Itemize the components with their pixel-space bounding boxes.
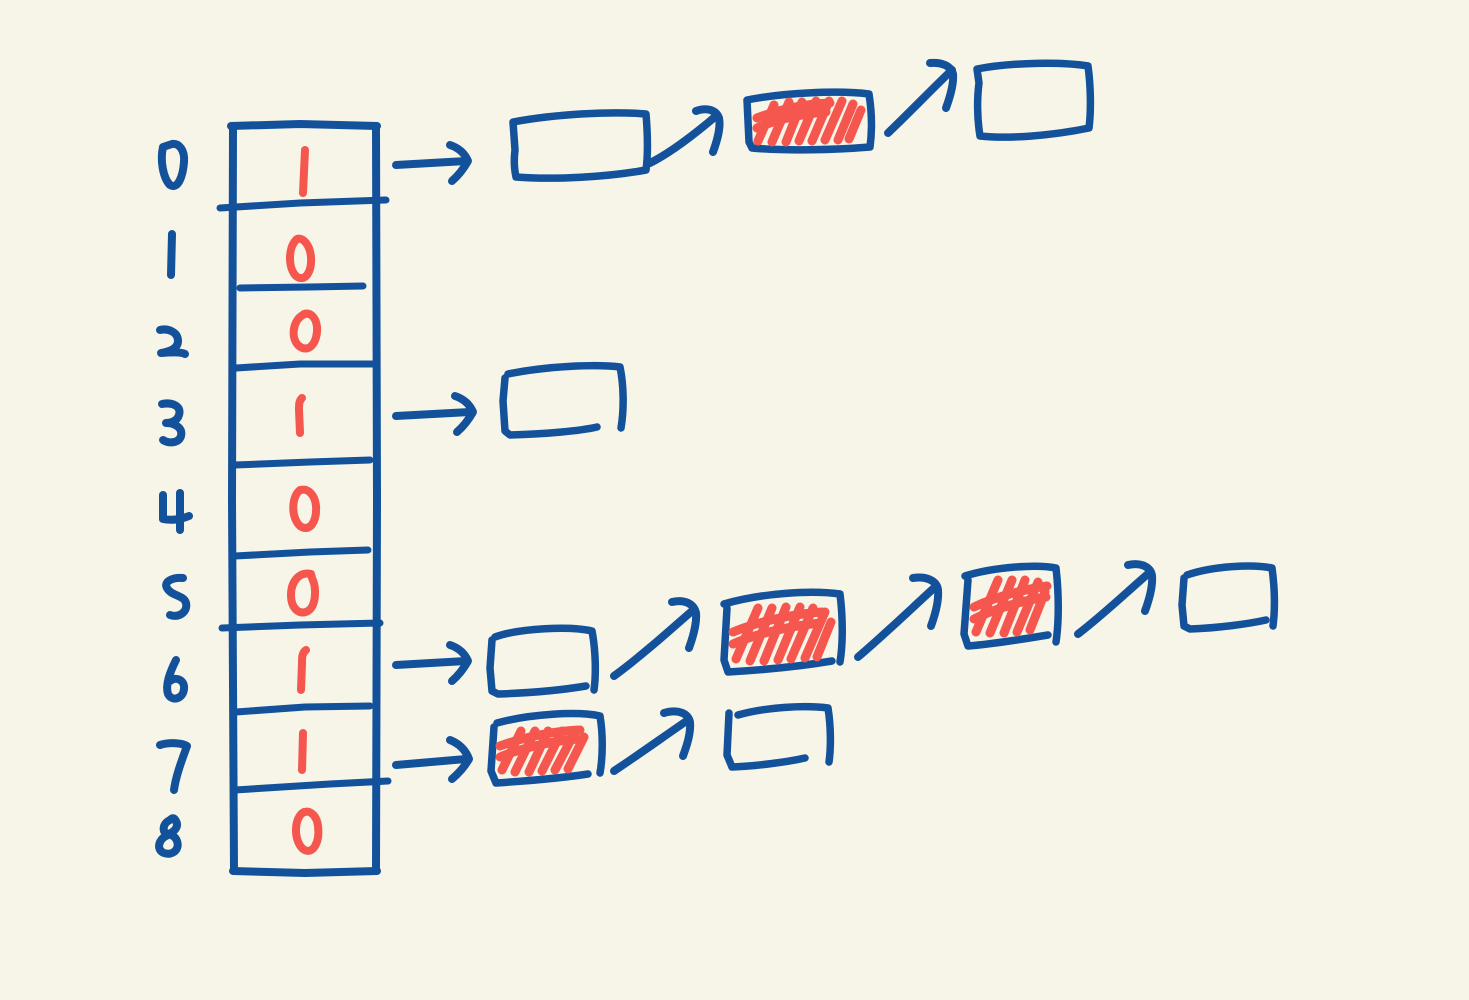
table-divider-3 [231, 456, 374, 469]
index-label-0 [157, 139, 189, 190]
chain-7-node-1-fill [495, 725, 589, 777]
index-label-4 [159, 489, 193, 534]
cell-value-3 [295, 394, 306, 437]
table-divider-5 [218, 619, 384, 632]
table-divider-6 [232, 702, 374, 716]
cell-value-7 [298, 729, 307, 774]
index-label-8 [155, 814, 182, 858]
chain-row-6 [392, 560, 1279, 698]
table-divider-0 [216, 196, 390, 212]
table-top-border [227, 120, 381, 130]
index-labels [155, 139, 193, 858]
chain-3-node-1 [499, 361, 627, 439]
cell-value-4 [289, 485, 321, 532]
chain-6-connector-3 [854, 573, 943, 661]
index-label-5 [162, 573, 191, 620]
chain-6-connector-4 [1074, 560, 1157, 638]
table-right-border [372, 122, 381, 875]
table-bottom-border [229, 867, 381, 877]
cell-value-0 [299, 146, 309, 197]
table-left-border [228, 123, 238, 874]
table-divider-1 [236, 282, 367, 292]
chain-row-3 [392, 361, 627, 439]
chain-0-node-1 [509, 109, 652, 182]
chain-6-node-4 [1178, 562, 1279, 633]
bit-array-table [216, 120, 392, 877]
chain-6-node-3 [960, 562, 1062, 650]
cell-value-5 [287, 569, 320, 617]
index-label-7 [156, 739, 191, 794]
index-label-6 [163, 656, 189, 703]
chain-0-connector-2 [646, 105, 724, 167]
index-label-2 [156, 325, 189, 358]
chain-7-node-1 [487, 709, 606, 787]
chain-7-connector-2 [610, 707, 695, 775]
table-divider-7 [231, 777, 392, 794]
cell-value-8 [292, 807, 323, 855]
chain-6-node-3-fill [969, 575, 1052, 638]
chain-6-node-1 [486, 624, 600, 698]
chain-7-connector-1 [392, 736, 473, 783]
chain-6-connector-1 [392, 641, 472, 685]
chain-0-node-2-fill [752, 96, 866, 147]
table-divider-2 [232, 360, 381, 372]
chain-6-node-2-fill [728, 602, 836, 666]
index-label-1 [167, 230, 176, 279]
cell-value-1 [286, 234, 316, 283]
chain-row-7 [392, 702, 835, 787]
chain-row-0 [392, 58, 1095, 185]
index-label-3 [158, 399, 186, 447]
chain-6-node-2 [720, 588, 846, 676]
cell-value-2 [289, 309, 322, 353]
chain-0-node-2 [743, 88, 876, 154]
cell-value-6 [297, 646, 310, 694]
chain-0-connector-3 [884, 58, 958, 137]
chain-7-node-2 [723, 702, 835, 771]
chain-3-connector-1 [392, 392, 477, 436]
chain-6-connector-2 [610, 597, 701, 680]
cell-values [286, 146, 323, 855]
table-divider-4 [231, 546, 372, 560]
chain-0-connector-1 [392, 141, 472, 185]
chain-0-node-3 [973, 59, 1095, 141]
